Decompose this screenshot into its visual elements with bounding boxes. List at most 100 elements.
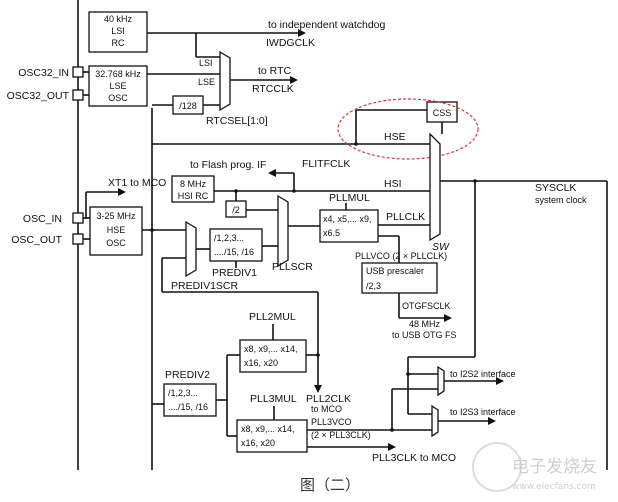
lsi-rc-block (88, 11, 148, 53)
iwdgclk-label: IWDGCLK (266, 37, 315, 49)
osc32-in-label: OSC32_IN (18, 67, 69, 79)
lse-signal-label: LSE (198, 77, 215, 87)
hse-osc-block (89, 206, 143, 256)
to-rtc-label: to RTC (258, 65, 291, 77)
pll2mul-label: PLL2MUL (249, 311, 296, 323)
prediv1-ratio-1: /1,2,3... (214, 233, 244, 243)
sw-mux (429, 132, 441, 242)
lse-freq: 32.768 kHz (95, 69, 141, 79)
pll2-junction (316, 353, 320, 357)
prediv1scr-mux (185, 220, 197, 278)
sw-label: SW (432, 241, 450, 253)
prediv1-block (209, 228, 263, 262)
pll3vco-desc: (2 × PLL3CLK) (311, 430, 371, 440)
lse-osc: OSC (108, 93, 128, 103)
to-usb-label: to USB OTG FS (392, 330, 457, 340)
pllmul-block (319, 209, 379, 243)
usb-prescaler-ratio: /2,3 (366, 281, 381, 291)
lsi-freq: 40 kHz (104, 14, 133, 24)
i2s2-label: to I2S2 interface (450, 369, 516, 379)
pll3mul-label: PLL3MUL (250, 393, 297, 405)
rtc-arrow (290, 76, 298, 84)
pllmul-label: PLLMUL (329, 192, 370, 204)
pll3clk-arrow (388, 443, 396, 451)
mhz48-label: 48 MHz (409, 319, 441, 329)
div128-label: /128 (179, 101, 197, 111)
watermark-url: www.elecfans.com (512, 482, 596, 492)
watermark-cn: 电子发烧友 (512, 457, 597, 477)
prediv2-block (163, 383, 217, 417)
xt1-mco-label: XT1 to MCO (108, 177, 166, 189)
otgfs-arrow (444, 314, 452, 322)
css-label: CSS (433, 108, 452, 118)
lsi-rc: RC (112, 38, 125, 48)
osc-out-label: OSC_OUT (11, 234, 62, 246)
i2s3-mux (431, 404, 439, 438)
pll2clk-to-mco-label: to MCO (311, 404, 342, 414)
pllmul-factors-1: x4, x5,... x9, (323, 214, 372, 224)
osc-out-pin (72, 233, 84, 245)
pll3mul-block (236, 419, 308, 453)
lse-osc-block (88, 65, 148, 107)
pll3mul-factors-1: x8, x9,... x14, (241, 424, 295, 434)
to-iwdg-label: to independent watchdog (268, 19, 386, 31)
hsi-label: HSI RC (178, 191, 209, 201)
pll2mul-block (239, 339, 307, 373)
watermark-logo-icon (472, 442, 522, 492)
hsi-signal-label: HSI (384, 178, 402, 190)
osc-in-pin (72, 212, 84, 224)
iwdg-arrow (298, 29, 306, 37)
prediv2-ratio-2: ..../15, /16 (168, 402, 208, 412)
pllvco-label: PLLVCO (2 × PLLCLK) (355, 251, 447, 261)
hse-junction-left (150, 228, 154, 232)
osc32-out-label: OSC32_OUT (7, 90, 70, 102)
i2s2-mux (437, 365, 445, 397)
flitfclk-label: FLITFCLK (302, 158, 350, 170)
hse-signal-label: HSE (384, 131, 406, 143)
prediv1-label: PREDIV1 (212, 267, 257, 279)
lsi-label: LSI (111, 26, 125, 36)
prediv1-ratio-2: ..../15, /16 (214, 247, 254, 257)
css-highlight-ellipse (337, 98, 479, 160)
to-flash-label: to Flash prog. IF (190, 159, 266, 171)
pllscr-label: PLLSCR (272, 261, 313, 273)
pll2mul-factors-2: x16, x20 (244, 358, 278, 368)
pll2clk-label: PLL2CLK (306, 393, 351, 405)
pllclk-label: PLLCLK (386, 211, 425, 223)
hse-osc: OSC (106, 238, 126, 248)
pllscr-mux (277, 194, 289, 268)
pll2clk-arrow (314, 385, 322, 393)
usb-prescaler-label: USB prescaler (366, 266, 424, 276)
prediv2-label: PREDIV2 (165, 369, 210, 381)
div2-block (225, 200, 247, 218)
lsi-signal-label: LSI (199, 58, 213, 68)
xt1-arrow (118, 188, 126, 196)
pll2mul-factors-1: x8, x9,... x14, (244, 344, 298, 354)
pllmul-factors-2: x6.5 (323, 228, 340, 238)
watermark: 电子发烧友 www.elecfans.com (472, 442, 597, 492)
hse-label: HSE (107, 225, 126, 235)
prediv2-ratio-1: /1,2,3... (168, 388, 198, 398)
pll3mul-factors-2: x16, x20 (241, 438, 275, 448)
i2s2-arrow (496, 377, 504, 385)
lse-label: LSE (109, 81, 126, 91)
otgfsclk-label: OTGFSCLK (402, 301, 451, 311)
flitf-arrow (268, 169, 276, 177)
osc-in-label: OSC_IN (23, 213, 62, 225)
osc32-out-pin (72, 89, 84, 101)
div2-label: /2 (232, 205, 240, 215)
osc32-in-pin (72, 66, 84, 78)
i2s3-label: to I2S3 interface (450, 407, 516, 417)
rtcsel-label: RTCSEL[1:0] (206, 115, 268, 127)
figure-caption: 图（二） (300, 476, 360, 494)
pll3vco-label: PLL3VCO (311, 417, 352, 427)
i2s3-arrow (488, 417, 496, 425)
prediv1scr-label: PREDIV1SCR (171, 280, 239, 292)
rtcsel-mux (219, 50, 231, 112)
hse-freq: 3-25 MHz (96, 211, 136, 221)
rtcclk-label: RTCCLK (252, 83, 294, 95)
pll3clk-to-mco-label: PLL3CLK to MCO (372, 452, 456, 464)
sysclk-desc: system clock (535, 195, 587, 205)
hsi-rc-block (171, 175, 215, 203)
